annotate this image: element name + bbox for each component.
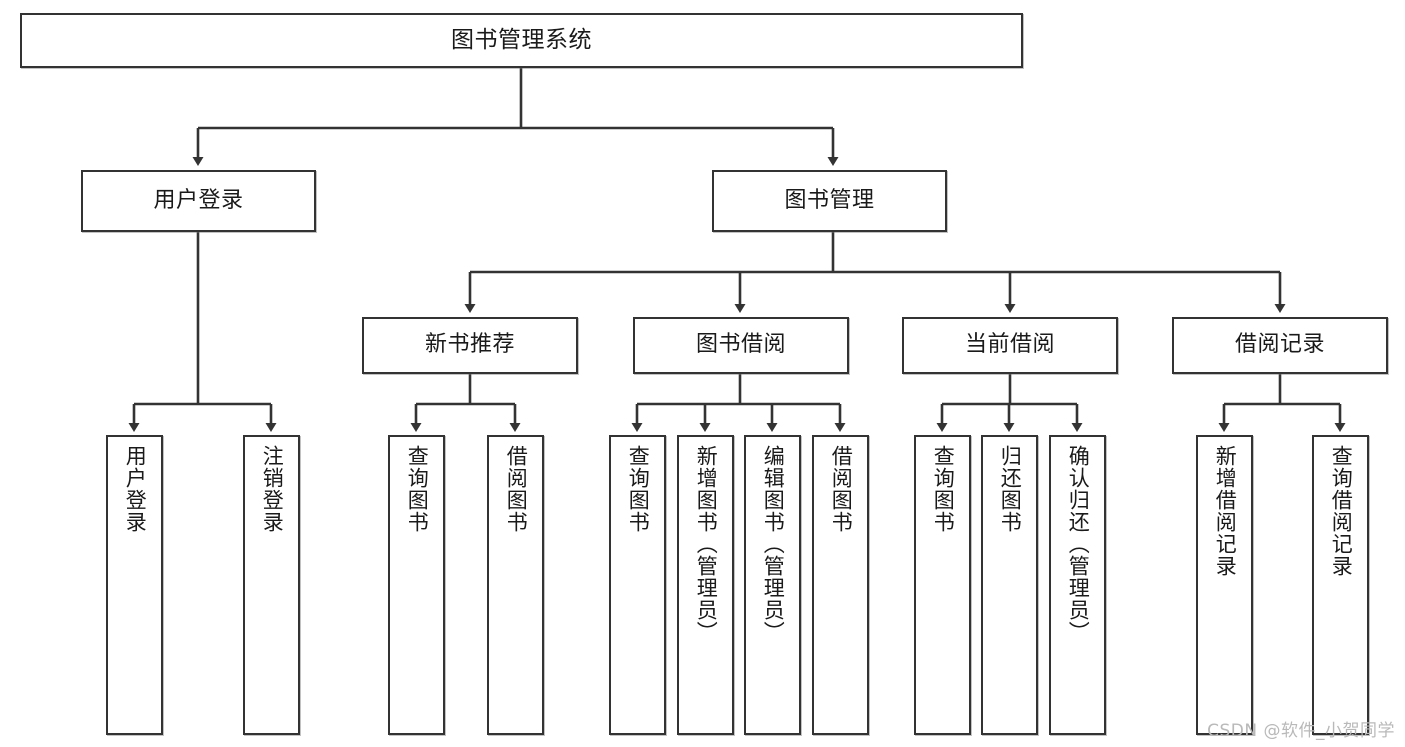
watermark: CSDN @软件_小贺同学	[1207, 721, 1395, 741]
node-book-manage[interactable]: 图书管理	[712, 170, 947, 232]
node-book-borrow-label: 图书借阅	[695, 332, 786, 358]
node-new-book-rec-label: 新书推荐	[424, 332, 515, 358]
node-leaf-query-record[interactable]: 查询借阅记录	[1312, 435, 1369, 735]
node-root[interactable]: 图书管理系统	[20, 13, 1023, 68]
node-leaf-query-book-2-label: 查询图书	[626, 445, 651, 533]
node-current-borrow-label: 当前借阅	[964, 332, 1055, 358]
node-root-label: 图书管理系统	[451, 26, 592, 53]
node-leaf-return-book[interactable]: 归还图书	[981, 435, 1038, 735]
node-leaf-user-login[interactable]: 用户登录	[106, 435, 163, 735]
node-leaf-edit-book-label: 编辑图书（管理员）	[761, 445, 786, 643]
node-book-manage-label: 图书管理	[784, 187, 875, 213]
node-leaf-logout-login-label: 注销登录	[260, 445, 285, 533]
node-leaf-borrow-book-2[interactable]: 借阅图书	[812, 435, 869, 735]
node-borrow-record-label: 借阅记录	[1234, 332, 1325, 358]
node-leaf-query-book-3-label: 查询图书	[931, 445, 956, 533]
node-leaf-query-record-label: 查询借阅记录	[1329, 445, 1354, 577]
node-leaf-query-book-2[interactable]: 查询图书	[609, 435, 666, 735]
node-book-borrow[interactable]: 图书借阅	[633, 317, 849, 374]
node-leaf-user-login-label: 用户登录	[123, 445, 148, 533]
node-leaf-logout-login[interactable]: 注销登录	[243, 435, 300, 735]
node-leaf-borrow-book-2-label: 借阅图书	[829, 445, 854, 533]
node-leaf-return-book-label: 归还图书	[998, 445, 1023, 533]
node-leaf-query-book-1-label: 查询图书	[405, 445, 430, 533]
node-leaf-add-record[interactable]: 新增借阅记录	[1196, 435, 1253, 735]
node-user-login[interactable]: 用户登录	[81, 170, 316, 232]
node-leaf-borrow-book-1-label: 借阅图书	[504, 445, 529, 533]
node-leaf-confirm-return-label: 确认归还（管理员）	[1066, 445, 1091, 643]
node-borrow-record[interactable]: 借阅记录	[1172, 317, 1388, 374]
node-leaf-borrow-book-1[interactable]: 借阅图书	[487, 435, 544, 735]
node-leaf-add-record-label: 新增借阅记录	[1213, 445, 1238, 577]
node-leaf-query-book-3[interactable]: 查询图书	[914, 435, 971, 735]
node-leaf-edit-book[interactable]: 编辑图书（管理员）	[744, 435, 801, 735]
node-leaf-query-book-1[interactable]: 查询图书	[388, 435, 445, 735]
node-leaf-confirm-return[interactable]: 确认归还（管理员）	[1049, 435, 1106, 735]
node-user-login-label: 用户登录	[153, 187, 244, 213]
node-leaf-add-book-label: 新增图书（管理员）	[694, 445, 719, 643]
node-new-book-rec[interactable]: 新书推荐	[362, 317, 578, 374]
node-leaf-add-book[interactable]: 新增图书（管理员）	[677, 435, 734, 735]
node-current-borrow[interactable]: 当前借阅	[902, 317, 1118, 374]
